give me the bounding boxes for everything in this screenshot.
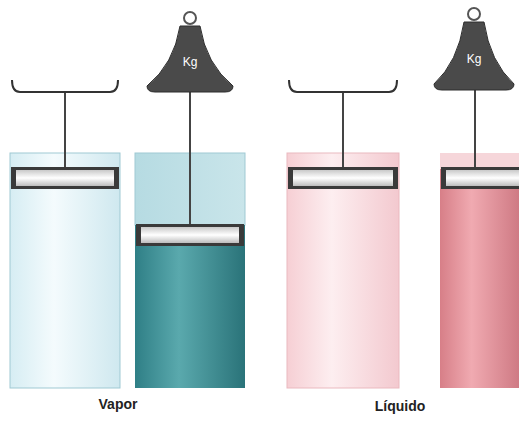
weight-shape — [145, 10, 235, 94]
weight: Kg — [432, 6, 516, 92]
weight: Kg — [145, 10, 235, 94]
weight-shape — [432, 6, 516, 92]
weight-label: Kg — [145, 55, 235, 69]
state-label: Vapor — [99, 396, 138, 412]
state-label: Líquido — [375, 398, 426, 414]
weight-label: Kg — [432, 52, 516, 66]
